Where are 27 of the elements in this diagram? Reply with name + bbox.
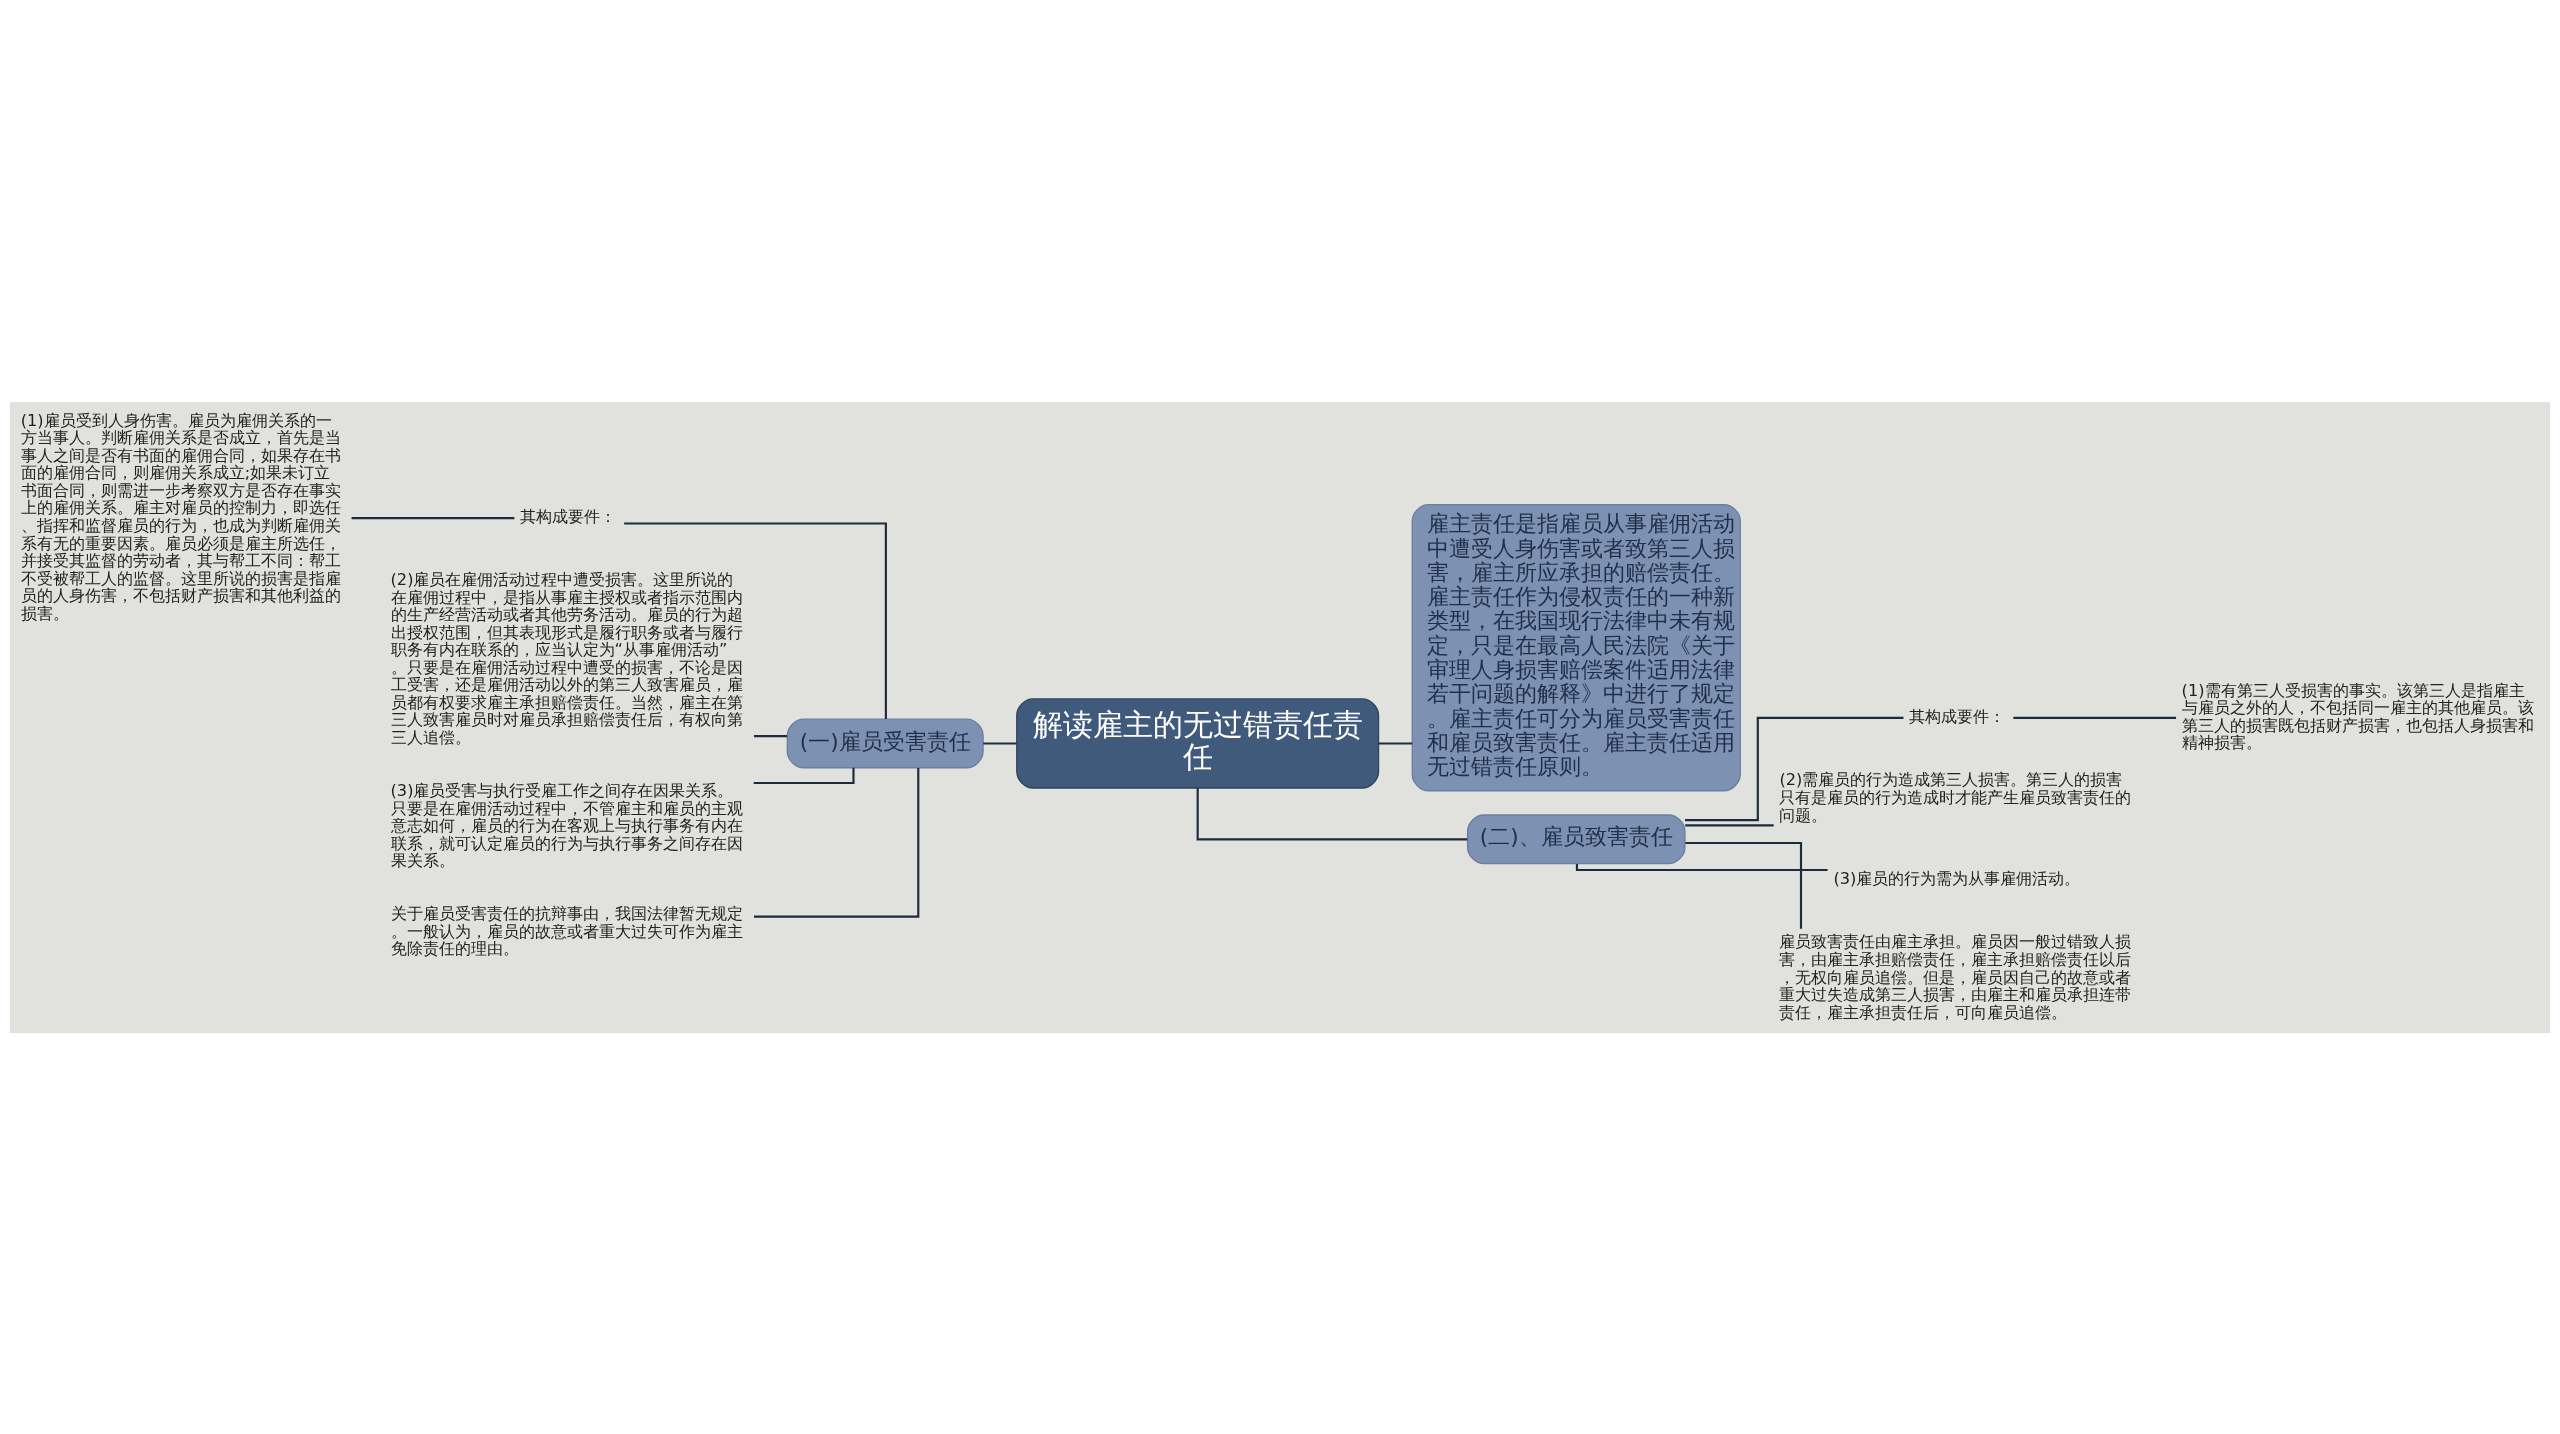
node-box: 雇主责任是指雇员从事雇佣活动中遭受人身伤害或者致第三人损害，雇主所应承担的赔偿责任。雇主责任作为侵权责任的一种新类型，在我国现行法律中未有规定，只是在最高人民法院《关于审理人身损害赔偿案件适用法律若干问题的解释》中进行了规定。雇主责任可分为雇员受害责任和雇员致害责任。雇主责任适用无过错责任原则。 <box>1411 503 1741 791</box>
connector <box>1685 841 1803 929</box>
node-text: (2)需雇员的行为造成第三人损害。第三人的损害只有是雇员的行为造成时才能产生雇员致害责任的问题。 <box>1779 769 2132 825</box>
connector <box>754 734 788 737</box>
connector <box>1575 863 1828 871</box>
connector <box>1378 741 1413 745</box>
connector <box>1196 787 1468 840</box>
connector <box>754 767 920 918</box>
node-box: 解读雇主的无过错责任责任 <box>1016 697 1380 789</box>
node-text: (2)雇员在雇佣活动过程中遭受损害。这里所说的在雇佣过程中，是指从事雇主授权或者指示范围内的生产经营活动或者其他劳务活动。雇员的行为超出授权范围，但其表现形式是履行职务或者与履行职务有内在联系的，应当认定为“从事雇佣活动”。只要是在雇佣活动过程中遭受的损害，不论是因工受害，还是雇佣活动以外的第三人致害雇员，雇员都有权要求雇主承担赔偿责任。当然，雇主在第三人致害雇员时对雇员承担赔偿责任后，有权向第三人追偿。 <box>390 569 743 747</box>
node-box: (一)雇员受害责任 <box>786 718 984 768</box>
node-text: 关于雇员受害责任的抗辩事由，我国法律暂无规定。一般认为，雇员的故意或者重大过失可作为雇主免除责任的理由。 <box>390 903 743 958</box>
node-box: (二)、雇员致害责任 <box>1466 813 1686 864</box>
connector <box>1685 716 1904 821</box>
connector <box>624 521 887 719</box>
connector <box>753 767 855 784</box>
node-text: 其构成要件： <box>1908 706 2005 726</box>
connector <box>983 741 1017 745</box>
connector <box>1685 823 1774 826</box>
connector <box>2013 716 2177 719</box>
node-text: (1)需有第三人受损害的事实。该第三人是指雇主与雇员之外的人，不包括同一雇主的其他雇员。该第三人的损害既包括财产损害，也包括人身损害和精神损害。 <box>2181 680 2534 752</box>
node-text: 雇员致害责任由雇主承担。雇员因一般过错致人损害，由雇主承担赔偿责任，雇主承担赔偿责任以后，无权向雇员追偿。但是，雇员因自己的故意或者重大过失造成第三人损害，由雇主和雇员承担连带责任，雇主承担责任后，可向雇员追偿。 <box>1779 931 2132 1022</box>
node-text: 其构成要件： <box>520 506 617 526</box>
node-text: (3)雇员受害与执行受雇工作之间存在因果关系。只要是在雇佣活动过程中，不管雇主和雇员的主观意志如何，雇员的行为在客观上与执行事务有内在联系，就可认定雇员的行为与执行事务之间存在因果关系。 <box>390 780 743 870</box>
node-text: (1)雇员受到人身伤害。雇员为雇佣关系的一方当事人。判断雇佣关系是否成立，首先是当事人之间是否有书面的雇佣合同，如果存在书面的雇佣合同，则雇佣关系成立;如果未订立书面合同，则需进一步考察双方是否存在事实上的雇佣关系。雇主对雇员的控制力，即选任、指挥和监督雇员的行为，也成为判断雇佣关系有无的重要因素。雇员必须是雇主所选任，并接受其监督的劳动者，其与帮工不同：帮工不受被帮工人的监督。这里所说的损害是指雇员的人身伤害，不包括财产损害和其他利益的损害。 <box>20 410 341 623</box>
node-text: (3)雇员的行为需为从事雇佣活动。 <box>1833 868 2081 888</box>
connector <box>351 516 515 519</box>
